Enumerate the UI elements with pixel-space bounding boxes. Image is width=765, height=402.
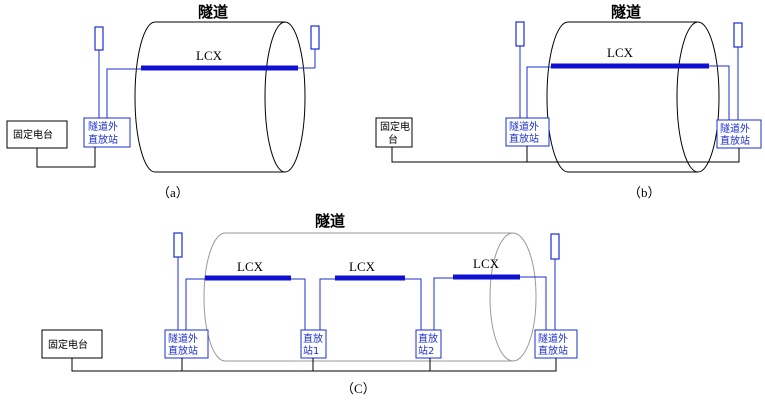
svg-text:直放站: 直放站	[509, 132, 539, 145]
lcx-label-c1: LCX	[237, 259, 264, 274]
fixed-station-box-a: 固定电台	[6, 120, 68, 149]
lcx-label-c3: LCX	[473, 256, 500, 271]
repeater-box-b-left: 隧道外 直放站	[505, 117, 550, 147]
svg-text:隧道外: 隧道外	[538, 332, 568, 345]
fixed-station-box-b: 固定电 台	[375, 117, 413, 148]
svg-text:直放站: 直放站	[168, 344, 198, 357]
antenna-icon	[550, 233, 560, 260]
tunnel-cylinder-a	[134, 21, 306, 173]
svg-text:隧道外: 隧道外	[88, 120, 118, 133]
caption-a: （a）	[157, 185, 189, 200]
svg-text:固定电台: 固定电台	[48, 338, 88, 351]
caption-c: （C）	[341, 381, 376, 396]
svg-text:固定电: 固定电	[380, 120, 410, 133]
caption-b: （b）	[628, 185, 661, 200]
fixed-station-box-c: 固定电台	[41, 329, 103, 359]
svg-text:直放: 直放	[418, 332, 438, 345]
tunnel-label-b: 隧道	[611, 3, 641, 21]
tunnel-cylinder-b	[546, 21, 720, 173]
antenna-icon	[310, 25, 320, 50]
svg-text:隧道外: 隧道外	[720, 122, 750, 135]
repeater-box-c-mid1: 直放 站1	[300, 329, 327, 359]
svg-text:台: 台	[388, 133, 398, 146]
repeater-box-c-mid2: 直放 站2	[415, 329, 442, 359]
tunnel-label-c: 隧道	[315, 212, 345, 230]
tunnel-cylinder-c	[203, 232, 537, 362]
svg-text:直放: 直放	[303, 332, 323, 345]
repeater-box-b-right: 隧道外 直放站	[716, 119, 762, 149]
repeater-box-a: 隧道外 直放站	[83, 117, 131, 148]
svg-text:直放站: 直放站	[88, 133, 118, 146]
diagram-a: 隧道 LCX 隧道外 直放站 固定电台 （a）	[6, 3, 320, 200]
svg-text:直放站: 直放站	[538, 344, 568, 357]
svg-text:站2: 站2	[418, 344, 434, 357]
antenna-icon	[733, 22, 743, 48]
svg-text:隧道外: 隧道外	[509, 120, 539, 133]
lcx-label-c2: LCX	[349, 259, 376, 274]
lcx-label-a: LCX	[196, 48, 223, 63]
svg-text:站1: 站1	[303, 344, 319, 357]
lcx-label-b: LCX	[607, 45, 634, 60]
tunnel-label-a: 隧道	[198, 3, 228, 21]
diagram-b: 隧道 LCX 隧道外 直放站 隧道外 直放站 固定电 台	[375, 3, 762, 200]
antenna-icon	[515, 21, 525, 47]
svg-text:直放站: 直放站	[720, 134, 750, 147]
repeater-box-c-right: 隧道外 直放站	[534, 329, 578, 359]
repeater-box-c-left: 隧道外 直放站	[164, 329, 209, 359]
antenna-icon	[94, 26, 104, 51]
diagram-c: 隧道 LCX LCX LCX 隧道外 直放站	[41, 212, 578, 396]
svg-text:固定电台: 固定电台	[13, 128, 53, 141]
antenna-icon	[173, 232, 183, 258]
svg-text:隧道外: 隧道外	[168, 332, 198, 345]
